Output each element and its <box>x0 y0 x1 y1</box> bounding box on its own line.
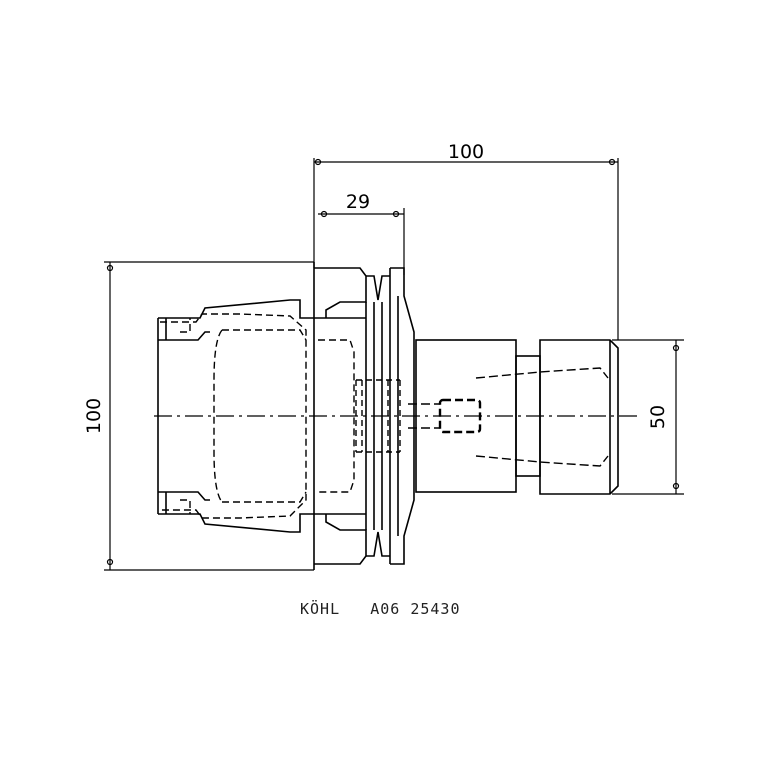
dimension-total-length: 100 <box>313 141 619 340</box>
flange-hidden-bore <box>355 379 401 453</box>
dimension-overall-height: 100 <box>83 261 314 571</box>
flange <box>313 262 415 570</box>
dimension-label-nose-diameter: 50 <box>647 405 669 429</box>
collet-body <box>415 339 619 495</box>
shank-hidden-cavity <box>160 313 355 519</box>
dimension-label-total-length: 100 <box>448 141 484 163</box>
dimension-nose-diameter: 50 <box>612 339 684 495</box>
shank-body <box>157 299 314 533</box>
drawing-caption: KÖHL A06 25430 <box>300 600 461 618</box>
coolant-screw <box>438 398 482 434</box>
collet-hidden-bore <box>408 367 609 467</box>
dimension-label-flange-width: 29 <box>346 191 370 213</box>
dimension-label-overall-height: 100 <box>83 398 105 434</box>
dimension-flange-width: 29 <box>318 191 405 275</box>
